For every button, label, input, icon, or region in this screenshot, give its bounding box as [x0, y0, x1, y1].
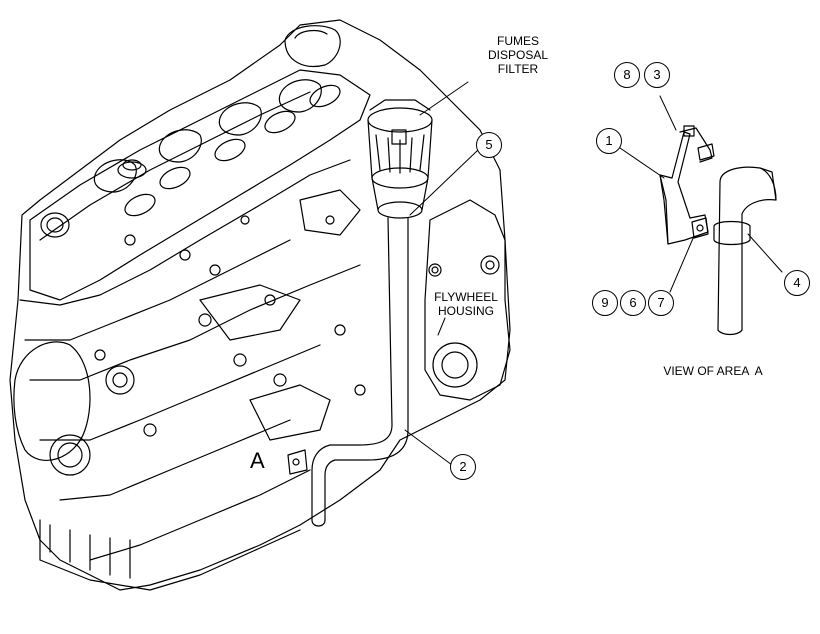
flywheel-housing-shape [424, 199, 511, 401]
detail-view-area-a [619, 95, 783, 336]
leader-lines [404, 81, 479, 466]
callout-6: 6 [620, 290, 646, 316]
callout-4: 4 [784, 270, 810, 296]
callout-5: 5 [476, 132, 502, 158]
fumes-filter-label-line-2: DISPOSAL [487, 48, 549, 62]
flywheel-housing-label-line-1: FLYWHEEL [434, 290, 498, 304]
fumes-filter-shape [367, 99, 433, 219]
callout-3: 3 [644, 62, 670, 88]
callout-8: 8 [614, 62, 640, 88]
fumes-filter-label-line-3: FILTER [497, 62, 539, 76]
flywheel-housing-label: FLYWHEEL HOUSING [424, 290, 508, 318]
callout-1: 1 [596, 128, 622, 154]
callout-7: 7 [648, 290, 674, 316]
callout-2: 2 [450, 454, 476, 480]
area-a-marker: A [250, 448, 265, 473]
callout-9: 9 [592, 290, 618, 316]
fumes-filter-label: FUMES DISPOSAL FILTER [468, 34, 568, 76]
view-of-area-a-title: VIEW OF AREA A [663, 364, 763, 378]
fumes-filter-label-line-1: FUMES [497, 34, 539, 48]
breather-tube-shape [287, 217, 409, 527]
flywheel-housing-label-line-2: HOUSING [437, 304, 494, 318]
engine-block [9, 19, 511, 591]
